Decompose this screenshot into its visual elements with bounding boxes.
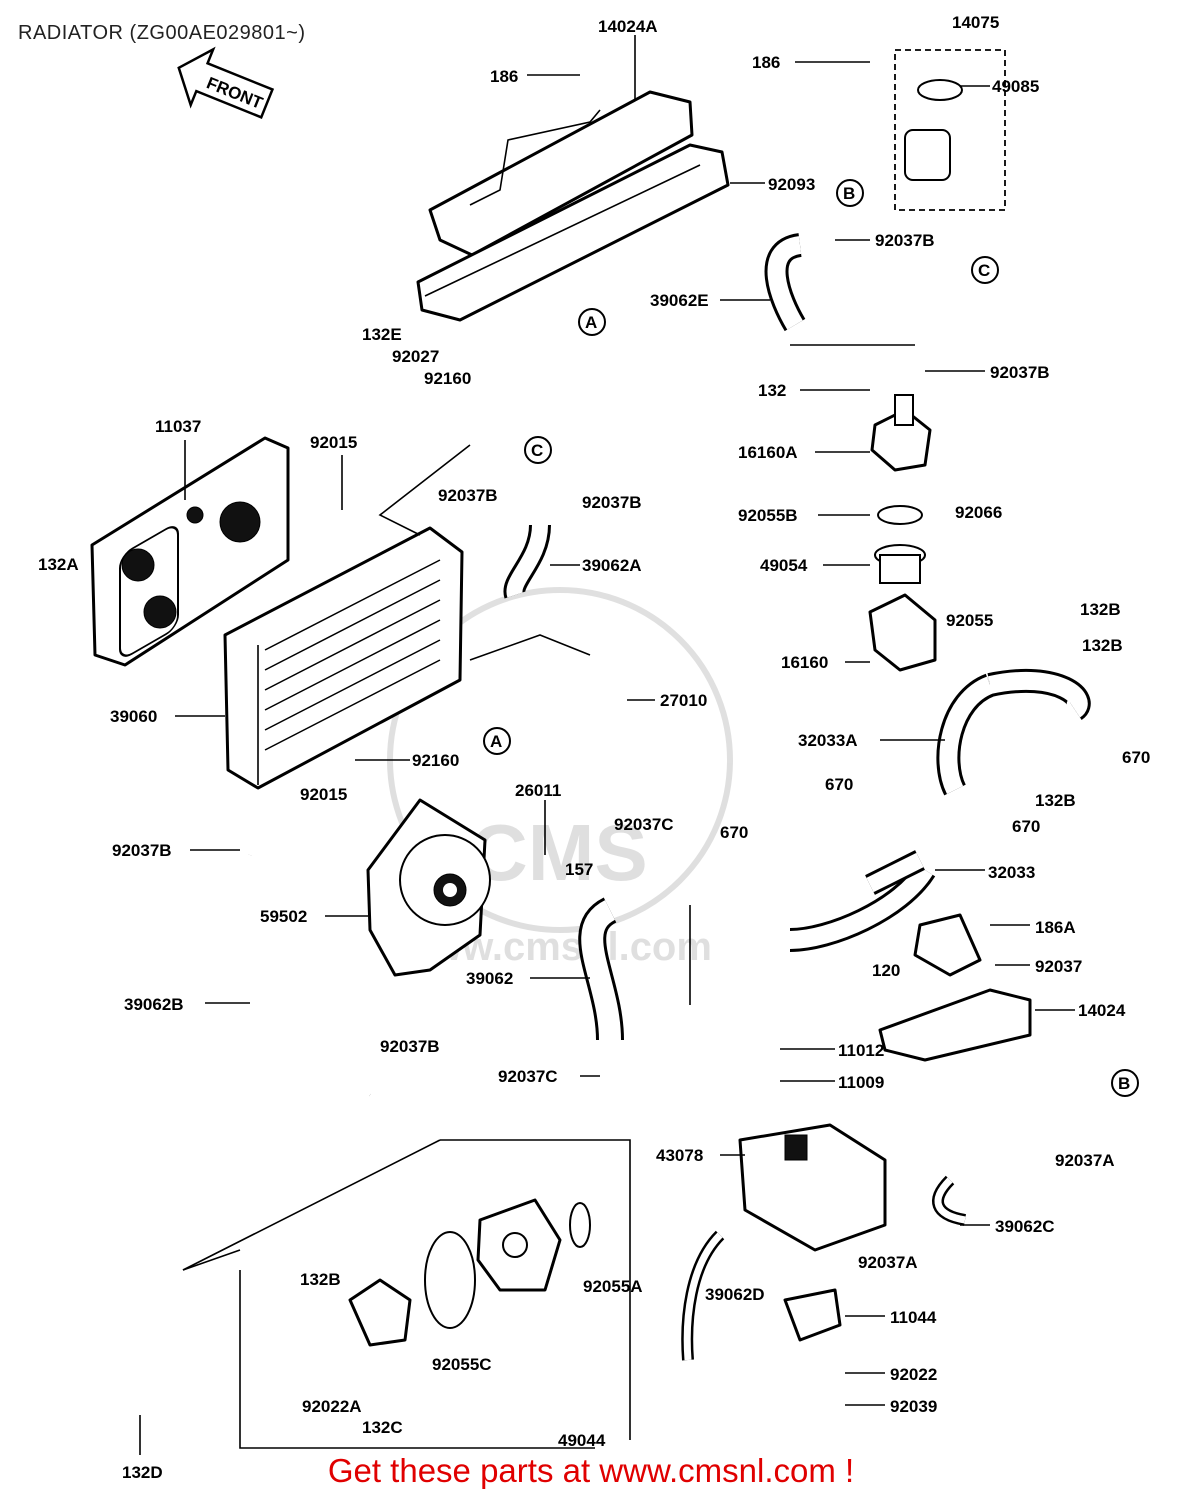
part-label-49085[interactable]: 49085 xyxy=(992,77,1039,96)
tank-bracket xyxy=(878,913,1032,1062)
part-label-92160_1[interactable]: 92160 xyxy=(424,369,471,388)
part-label-92160_2[interactable]: 92160 xyxy=(412,751,459,770)
part-label-92037b_1[interactable]: 92037B xyxy=(875,231,935,250)
part-label-92022a[interactable]: 92022A xyxy=(302,1397,362,1416)
water-pump xyxy=(348,1198,842,1347)
part-label-132c[interactable]: 132C xyxy=(362,1418,403,1437)
part-label-120[interactable]: 120 xyxy=(872,961,900,980)
part-label-43078[interactable]: 43078 xyxy=(656,1146,703,1165)
part-label-14075[interactable]: 14075 xyxy=(952,13,999,32)
part-label-92022[interactable]: 92022 xyxy=(890,1365,937,1384)
ref-b-bottom: B xyxy=(1118,1074,1130,1093)
part-label-132[interactable]: 132 xyxy=(758,381,786,400)
part-label-186_2[interactable]: 186 xyxy=(752,53,780,72)
ref-markers: A B C C A B xyxy=(483,179,1139,1097)
part-label-92093[interactable]: 92093 xyxy=(768,175,815,194)
part-label-157[interactable]: 157 xyxy=(565,860,593,879)
part-label-670_1[interactable]: 670 xyxy=(825,775,853,794)
part-label-92055a[interactable]: 92055A xyxy=(583,1277,643,1296)
part-label-186a[interactable]: 186A xyxy=(1035,918,1076,937)
part-label-132b_2[interactable]: 132B xyxy=(1082,636,1123,655)
part-label-92015_1[interactable]: 92015 xyxy=(310,433,357,452)
thermostat-housings xyxy=(868,79,963,672)
part-label-92037b_5[interactable]: 92037B xyxy=(112,841,172,860)
part-label-92037c_2[interactable]: 92037C xyxy=(498,1067,558,1086)
part-label-92037b_3[interactable]: 92037B xyxy=(438,486,498,505)
part-label-132b_1[interactable]: 132B xyxy=(1080,600,1121,619)
radiator-core xyxy=(223,526,464,790)
part-label-39062b[interactable]: 39062B xyxy=(124,995,184,1014)
part-label-132a[interactable]: 132A xyxy=(38,555,79,574)
part-label-49054[interactable]: 49054 xyxy=(760,556,808,575)
radiator-screen xyxy=(90,436,290,667)
reservoir-tank xyxy=(738,1123,887,1252)
water-pipes xyxy=(789,668,1091,952)
page-title: RADIATOR (ZG00AE029801~) xyxy=(18,22,306,44)
part-label-26011[interactable]: 26011 xyxy=(515,781,561,800)
part-label-92066[interactable]: 92066 xyxy=(955,503,1002,522)
part-label-11009[interactable]: 11009 xyxy=(838,1073,884,1092)
part-label-39062d[interactable]: 39062D xyxy=(705,1285,765,1304)
part-label-92039[interactable]: 92039 xyxy=(890,1397,937,1416)
part-label-92055[interactable]: 92055 xyxy=(946,611,993,630)
part-label-16160[interactable]: 16160 xyxy=(781,653,828,672)
part-label-132b_3[interactable]: 132B xyxy=(1035,791,1076,810)
part-label-27010[interactable]: 27010 xyxy=(660,691,707,710)
part-label-92055b[interactable]: 92055B xyxy=(738,506,798,525)
part-label-92037b_4[interactable]: 92037B xyxy=(582,493,642,512)
part-label-92015_2[interactable]: 92015 xyxy=(300,785,347,804)
part-label-11012[interactable]: 11012 xyxy=(838,1041,884,1060)
part-label-14024a[interactable]: 14024A xyxy=(598,17,658,36)
part-label-39062[interactable]: 39062 xyxy=(466,969,513,988)
ref-a-top: A xyxy=(585,313,597,332)
part-label-92037a_1[interactable]: 92037A xyxy=(1055,1151,1115,1170)
ref-c-mid: C xyxy=(531,441,543,460)
ref-a-mid: A xyxy=(490,732,502,751)
part-label-39060[interactable]: 39060 xyxy=(110,707,157,726)
ref-c-top: C xyxy=(978,261,990,280)
part-label-92037a_2[interactable]: 92037A xyxy=(858,1253,918,1272)
part-label-132e[interactable]: 132E xyxy=(362,325,402,344)
part-label-59502[interactable]: 59502 xyxy=(260,907,307,926)
part-label-670_2[interactable]: 670 xyxy=(1122,748,1150,767)
part-label-32033a[interactable]: 32033A xyxy=(798,731,858,750)
part-label-92037[interactable]: 92037 xyxy=(1035,957,1082,976)
part-label-92027[interactable]: 92027 xyxy=(392,347,439,366)
part-label-49044[interactable]: 49044 xyxy=(558,1431,606,1450)
part-label-11044[interactable]: 11044 xyxy=(890,1308,937,1327)
part-label-186_1[interactable]: 186 xyxy=(490,67,518,86)
hoses xyxy=(238,233,967,1361)
part-label-92055c[interactable]: 92055C xyxy=(432,1355,492,1374)
part-label-39062e[interactable]: 39062E xyxy=(650,291,709,310)
part-label-92037c_1[interactable]: 92037C xyxy=(614,815,674,834)
part-label-14024[interactable]: 14024 xyxy=(1078,1001,1126,1020)
part-label-39062c[interactable]: 39062C xyxy=(995,1217,1055,1236)
part-label-32033[interactable]: 32033 xyxy=(988,863,1035,882)
leader-lines xyxy=(139,35,1075,1455)
part-label-132b_4[interactable]: 132B xyxy=(300,1270,341,1289)
part-label-39062a[interactable]: 39062A xyxy=(582,556,642,575)
ref-b-top: B xyxy=(843,184,855,203)
cooling-fan xyxy=(366,798,491,977)
promo-banner[interactable]: Get these parts at www.cmsnl.com ! xyxy=(327,1452,855,1489)
part-label-670_4[interactable]: 670 xyxy=(720,823,748,842)
radiator-cover xyxy=(416,90,730,322)
svg-text:CMS: CMS xyxy=(470,808,648,897)
part-label-16160a[interactable]: 16160A xyxy=(738,443,798,462)
front-arrow-icon: FRONT xyxy=(177,46,275,119)
part-label-11037[interactable]: 11037 xyxy=(155,417,201,436)
part-label-92037b_2[interactable]: 92037B xyxy=(990,363,1050,382)
part-label-670_3[interactable]: 670 xyxy=(1012,817,1040,836)
part-label-92037b_6[interactable]: 92037B xyxy=(380,1037,440,1056)
part-label-132d[interactable]: 132D xyxy=(122,1463,163,1482)
group-frames xyxy=(182,49,1006,1449)
